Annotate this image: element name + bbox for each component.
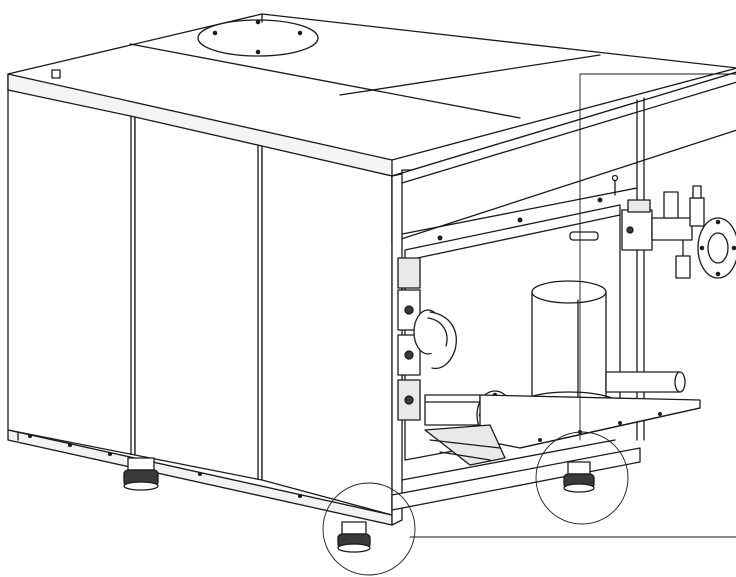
front-panel-left <box>7 89 136 456</box>
levelling-foot-rear-right <box>563 461 595 493</box>
sight-glass <box>569 231 599 241</box>
front-casing <box>7 89 393 526</box>
levelling-foot-front-right <box>337 521 371 553</box>
leader-line-upper <box>579 73 736 441</box>
side-pipe <box>605 371 686 393</box>
section-header-stack <box>397 257 457 421</box>
callout-circle-front-foot <box>322 482 416 576</box>
front-panel-center <box>134 116 263 481</box>
gas-valve-assembly <box>621 185 736 279</box>
callouts <box>322 73 736 576</box>
base-plate <box>424 394 701 466</box>
front-panel-right <box>261 145 393 516</box>
levelling-foot-front-left <box>123 457 159 491</box>
callout-circle-rear-foot <box>535 431 629 525</box>
